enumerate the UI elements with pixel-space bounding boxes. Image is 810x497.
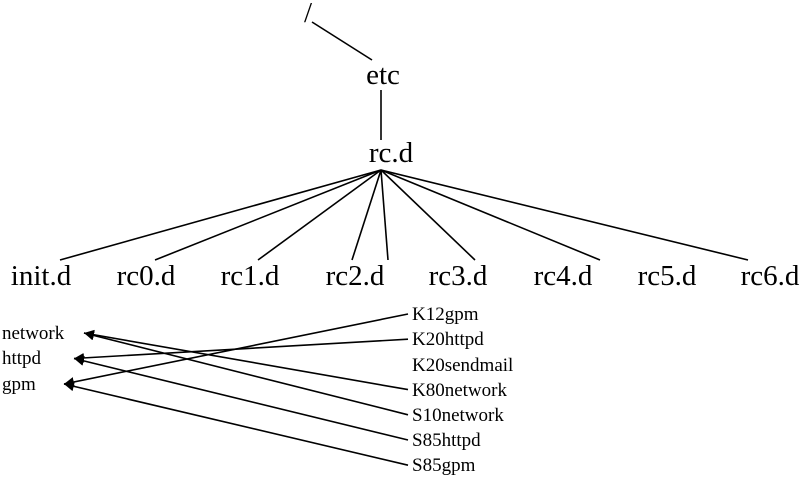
edge-rcd-rc2-d bbox=[351, 169, 382, 261]
arrow-s85gpm-to-gpm bbox=[63, 381, 409, 466]
link-k20httpd: K20httpd bbox=[412, 329, 484, 350]
arrow-s85httpd-to-httpd bbox=[73, 356, 409, 441]
symlink-arrows bbox=[63, 313, 409, 466]
dir-node-rc1-d: rc1.d bbox=[221, 260, 280, 292]
etc-node-label: etc bbox=[366, 59, 400, 91]
arrow-k80network-to-network bbox=[83, 329, 409, 391]
dir-node-rc3-d: rc3.d bbox=[429, 260, 488, 292]
edge-rcd-rc3-d bbox=[380, 169, 389, 261]
edge-rcd-rc6-d bbox=[380, 169, 749, 261]
edge-root-etc bbox=[311, 21, 373, 61]
link-s10network: S10network bbox=[412, 405, 504, 426]
dir-node-rc0-d: rc0.d bbox=[117, 260, 176, 292]
script-httpd: httpd bbox=[2, 348, 42, 369]
script-network: network bbox=[2, 323, 65, 344]
link-k80network: K80network bbox=[412, 380, 507, 401]
link-k12gpm: K12gpm bbox=[412, 304, 479, 325]
dir-node-rc6-d: rc6.d bbox=[741, 260, 800, 292]
link-s85httpd: S85httpd bbox=[412, 430, 481, 451]
edge-rcd-rc1-d bbox=[257, 169, 382, 261]
dir-node-init-d: init.d bbox=[11, 260, 72, 292]
edge-rcd-init-d bbox=[59, 169, 382, 261]
edge-rcd-rc0-d bbox=[154, 169, 382, 261]
script-gpm: gpm bbox=[2, 374, 36, 395]
dir-node-rc5-d: rc5.d bbox=[638, 260, 697, 292]
rcd-node-label: rc.d bbox=[369, 137, 414, 169]
tree-edges bbox=[311, 21, 382, 140]
arrow-k20httpd-to-httpd bbox=[73, 338, 409, 363]
link-s85gpm: S85gpm bbox=[412, 455, 476, 476]
edge-rcd-rc4-d bbox=[380, 169, 476, 261]
dir-node-rc4-d: rc4.d bbox=[534, 260, 593, 292]
rcd-children-edges bbox=[59, 169, 749, 261]
edge-rcd-rc5-d bbox=[380, 169, 601, 261]
dir-node-rc2-d: rc2.d bbox=[326, 260, 385, 292]
root-node-label: / bbox=[304, 0, 313, 29]
link-k20sendmail: K20sendmail bbox=[412, 355, 513, 376]
arrow-s10network-to-network bbox=[83, 330, 409, 416]
